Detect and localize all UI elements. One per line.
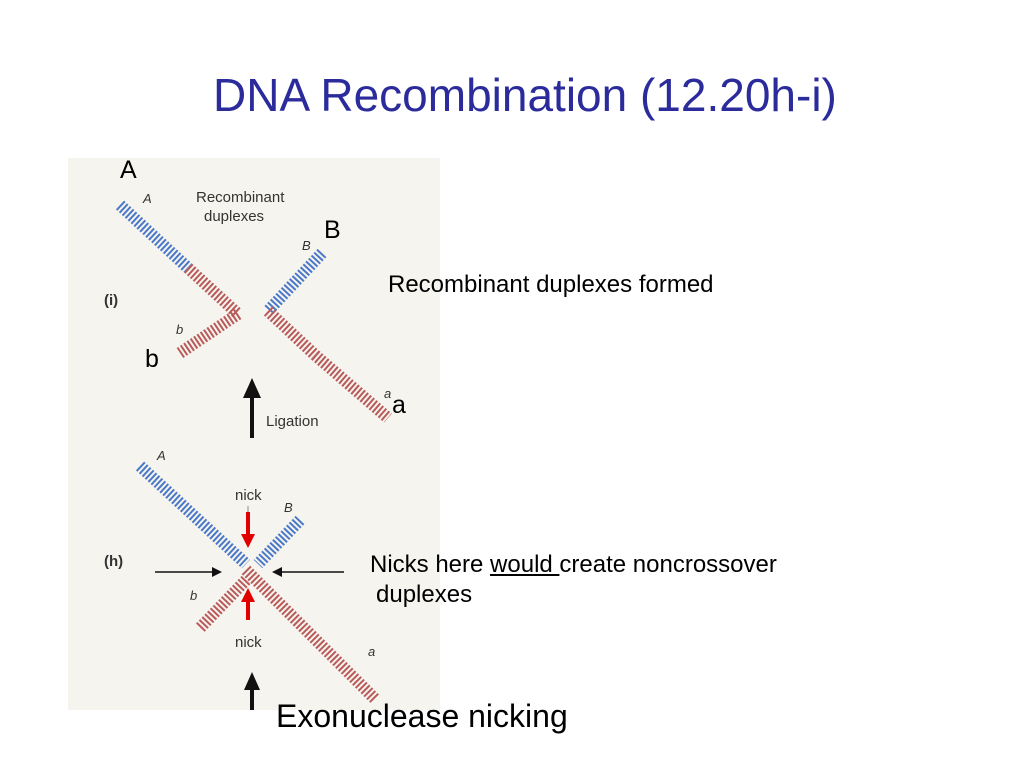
end-label-B-i: B — [302, 238, 311, 253]
nick-arrow-bottom — [241, 588, 255, 620]
duplex-cross-h — [135, 461, 381, 705]
nick-label-top: nick — [235, 487, 262, 504]
caption-line2: duplexes — [204, 208, 264, 225]
pointer-arrow-right — [272, 567, 344, 577]
end-label-A-i: A — [142, 191, 152, 206]
slide-title: DNA Recombination (12.20h-i) — [213, 69, 837, 121]
outer-label-b: b — [145, 345, 159, 373]
ligation-arrow — [243, 378, 261, 438]
outer-label-A: A — [120, 156, 137, 184]
pointer-arrow-left — [155, 567, 222, 577]
duplex-right-i — [263, 248, 392, 423]
end-label-A-h: A — [156, 448, 166, 463]
note-nicks-prefix: Nicks here — [370, 551, 491, 578]
panel-label-h: (h) — [104, 553, 123, 570]
caption-line1: Recombinant — [196, 189, 285, 206]
end-label-a-h: a — [368, 644, 375, 659]
nick-arrow-top — [241, 512, 255, 548]
end-label-b-i: b — [176, 322, 183, 337]
bottom-caption: Exonuclease nicking — [276, 698, 568, 734]
note-nicks-emphasis: would — [490, 551, 560, 578]
outer-label-B: B — [324, 216, 341, 244]
note-nicks: Nicks here would create noncrossover dup… — [370, 550, 777, 610]
note-nicks-suffix: create noncrossover — [559, 551, 777, 578]
ligation-label: Ligation — [266, 413, 319, 430]
note-recombinant: Recombinant duplexes formed — [388, 271, 714, 298]
outer-label-a: a — [392, 391, 406, 419]
end-label-B-h: B — [284, 500, 293, 515]
panel-label-i: (i) — [104, 292, 118, 309]
exonuclease-arrow — [244, 672, 260, 710]
end-label-b-h: b — [190, 588, 197, 603]
note-nicks-line2: duplexes — [376, 581, 473, 608]
nick-label-bottom: nick — [235, 634, 262, 651]
duplex-left-i — [115, 200, 243, 358]
end-label-a-i: a — [384, 386, 391, 401]
